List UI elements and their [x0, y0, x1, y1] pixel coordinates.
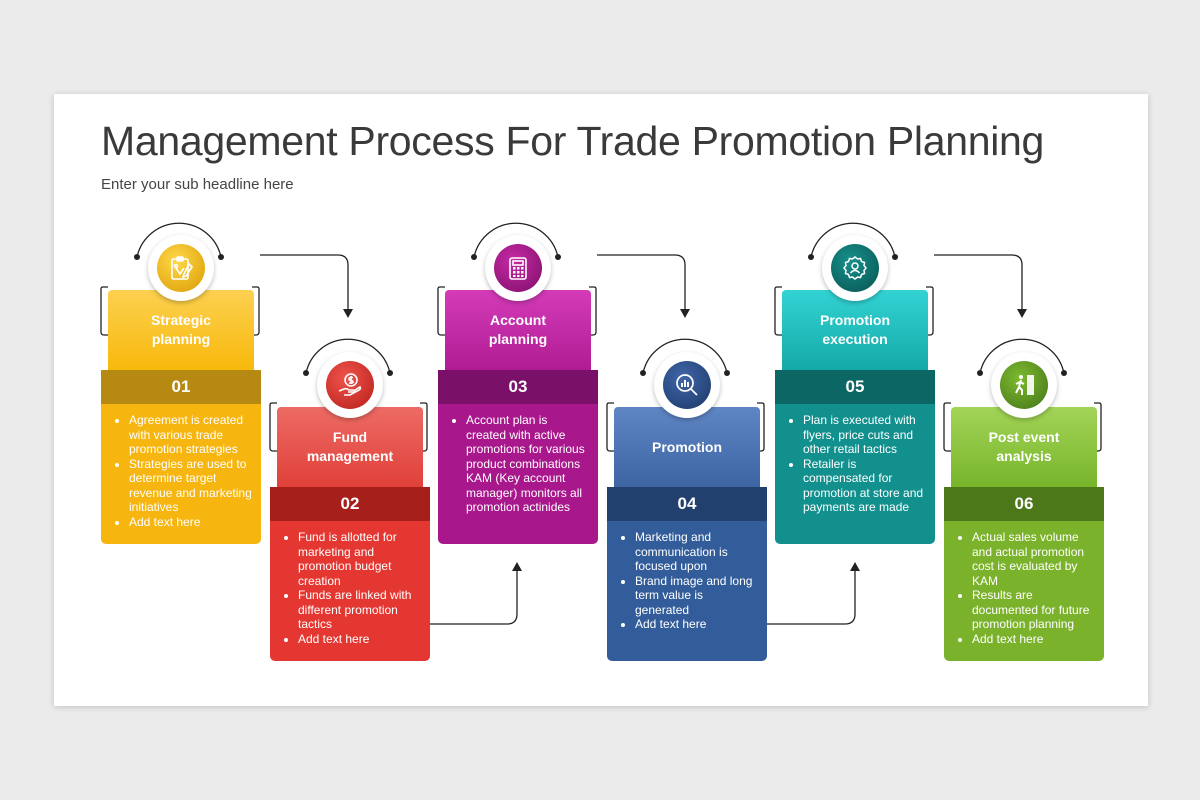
step-title: Strategic planning [151, 312, 211, 347]
step-bullet: Actual sales volume and actual promotion… [972, 530, 1096, 588]
step-header: Promotion execution [782, 290, 928, 370]
step-number: 06 [1014, 494, 1034, 513]
step-bullet: Brand image and long term value is gener… [635, 574, 759, 618]
step-header: Post event analysis [951, 407, 1097, 487]
step-number: 02 [340, 494, 360, 513]
step-bullet: Marketing and communication is focused u… [635, 530, 759, 574]
step-number-band: 05 [775, 370, 935, 404]
step-number: 03 [508, 377, 528, 396]
step-bullet: Funds are linked with different promotio… [298, 588, 422, 632]
step-number-band: 01 [101, 370, 261, 404]
step-bullet: Add text here [972, 632, 1096, 647]
step-bullet: Fund is allotted for marketing and promo… [298, 530, 422, 588]
calculator-icon [494, 244, 542, 292]
step-number: 05 [845, 377, 865, 396]
step-bullets: Plan is executed with flyers, price cuts… [775, 404, 935, 515]
analytics-magnifier-icon [663, 361, 711, 409]
step-number: 01 [171, 377, 191, 396]
step-body: Actual sales volume and actual promotion… [944, 521, 1104, 661]
step-bullet: Retailer is compensated for promotion at… [803, 457, 927, 515]
step-bullet: Add text here [129, 515, 253, 530]
step-title: Fund management [306, 429, 394, 464]
step-bullet: Results are documented for future promot… [972, 588, 1096, 632]
step-bullets: Account plan is created with active prom… [438, 404, 598, 515]
step-header: Fund management [277, 407, 423, 487]
step-badge [822, 235, 888, 301]
step-bullet: Account plan is created with active prom… [466, 413, 590, 515]
step-body: Marketing and communication is focused u… [607, 521, 767, 661]
step-body: Agreement is created with various trade … [101, 404, 261, 544]
step-badge [485, 235, 551, 301]
step-title: Post event analysis [988, 429, 1060, 464]
clipboard-strategy-icon [157, 244, 205, 292]
award-badge-icon [831, 244, 879, 292]
step-header: Account planning [445, 290, 591, 370]
step-bullet: Plan is executed with flyers, price cuts… [803, 413, 927, 457]
step-body: Fund is allotted for marketing and promo… [270, 521, 430, 661]
step-bullets: Marketing and communication is focused u… [607, 521, 767, 632]
step-bullet: Add text here [635, 617, 759, 632]
step-title: Promotion [652, 438, 722, 455]
step-bullet: Strategies are used to determine target … [129, 457, 253, 515]
step-header: Promotion [614, 407, 760, 487]
hand-money-icon [326, 361, 374, 409]
running-exit-icon [1000, 361, 1048, 409]
step-badge [317, 352, 383, 418]
step-bullet: Agreement is created with various trade … [129, 413, 253, 457]
step-number: 04 [677, 494, 697, 513]
page-subtitle: Enter your sub headline here [101, 176, 294, 193]
step-number-band: 06 [944, 487, 1104, 521]
step-badge [654, 352, 720, 418]
step-header: Strategic planning [108, 290, 254, 370]
step-title: Promotion execution [820, 312, 890, 347]
step-number-band: 03 [438, 370, 598, 404]
step-badge [148, 235, 214, 301]
step-body: Plan is executed with flyers, price cuts… [775, 404, 935, 544]
step-bullets: Actual sales volume and actual promotion… [944, 521, 1104, 646]
step-bullets: Agreement is created with various trade … [101, 404, 261, 529]
step-bullets: Fund is allotted for marketing and promo… [270, 521, 430, 646]
step-badge [991, 352, 1057, 418]
step-number-band: 04 [607, 487, 767, 521]
step-title: Account planning [488, 312, 548, 347]
page-title: Management Process For Trade Promotion P… [101, 118, 1045, 164]
step-number-band: 02 [270, 487, 430, 521]
step-bullet: Add text here [298, 632, 422, 647]
step-body: Account plan is created with active prom… [438, 404, 598, 544]
